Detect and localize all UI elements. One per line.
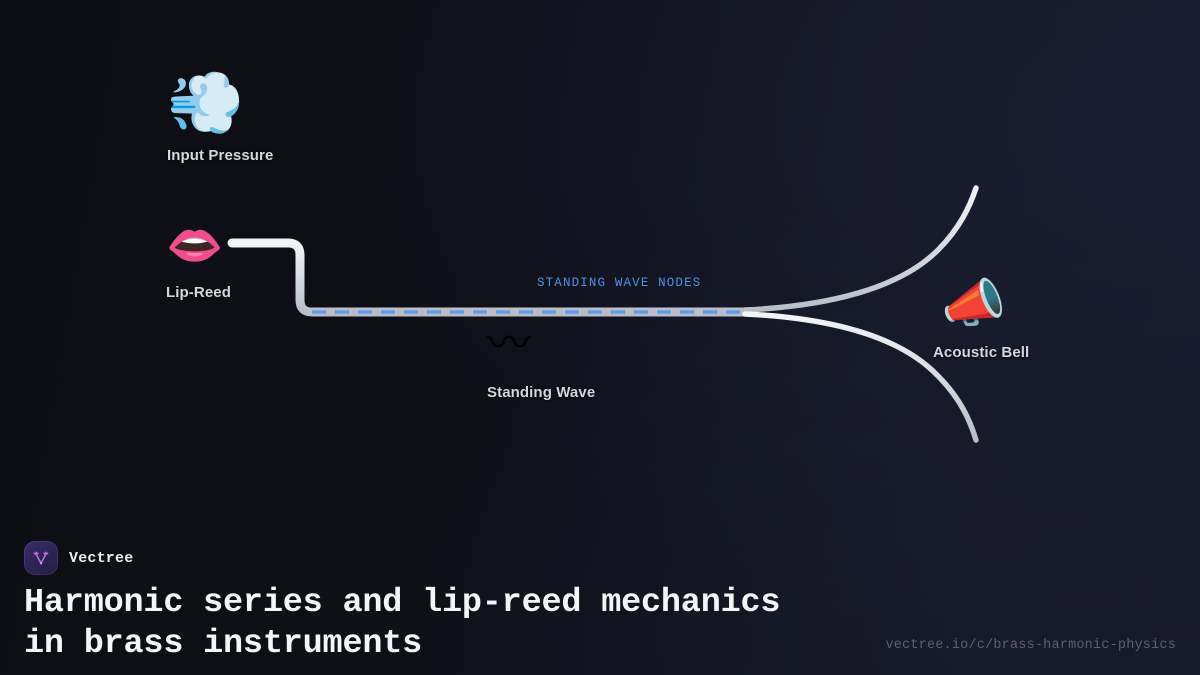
diagram-node-label: Standing Wave (487, 384, 596, 401)
lead-pipe (227, 238, 753, 317)
brand-name: Vectree (69, 549, 134, 567)
vectree-glyph-icon (33, 551, 49, 565)
brass-instrument-diagram (227, 184, 979, 444)
diagram-node-lip-reed[interactable]: 👄 Lip-Reed (166, 222, 231, 301)
diagram-node-label: Acoustic Bell (933, 344, 1030, 361)
lips-icon: 👄 (166, 218, 224, 272)
slide-title-line-1: Harmonic series and lip-reed mechanics (24, 584, 781, 622)
wind-gust-icon: 💨 (167, 66, 245, 139)
slide-title: Harmonic series and lip-reed mechanics i… (24, 583, 781, 665)
brand-row[interactable]: Vectree (24, 541, 133, 575)
diagram-node-label: Lip-Reed (166, 284, 231, 301)
megaphone-icon: 📣 (941, 274, 1006, 334)
slide-url: vectree.io/c/brass-harmonic-physics (885, 638, 1176, 653)
bell-flare-upper (742, 185, 979, 313)
slide-title-line-2: in brass instruments (24, 624, 423, 663)
bell-flare-lower (742, 311, 979, 443)
diagram-node-input-pressure[interactable]: 💨 Input Pressure (167, 66, 274, 165)
diagram-node-acoustic-bell[interactable]: 📣 Acoustic Bell (933, 278, 1029, 361)
slide-footer: Vectree Harmonic series and lip-reed mec… (0, 535, 1200, 675)
diagram-node-standing-wave[interactable]: 〰 Standing Wave (487, 318, 596, 402)
diagram-node-label: Input Pressure (167, 147, 274, 164)
standing-wave-nodes-annotation: STANDING WAVE NODES (537, 276, 702, 290)
vectree-logo (24, 541, 58, 575)
wavy-dash-icon: 〰 (487, 318, 531, 369)
